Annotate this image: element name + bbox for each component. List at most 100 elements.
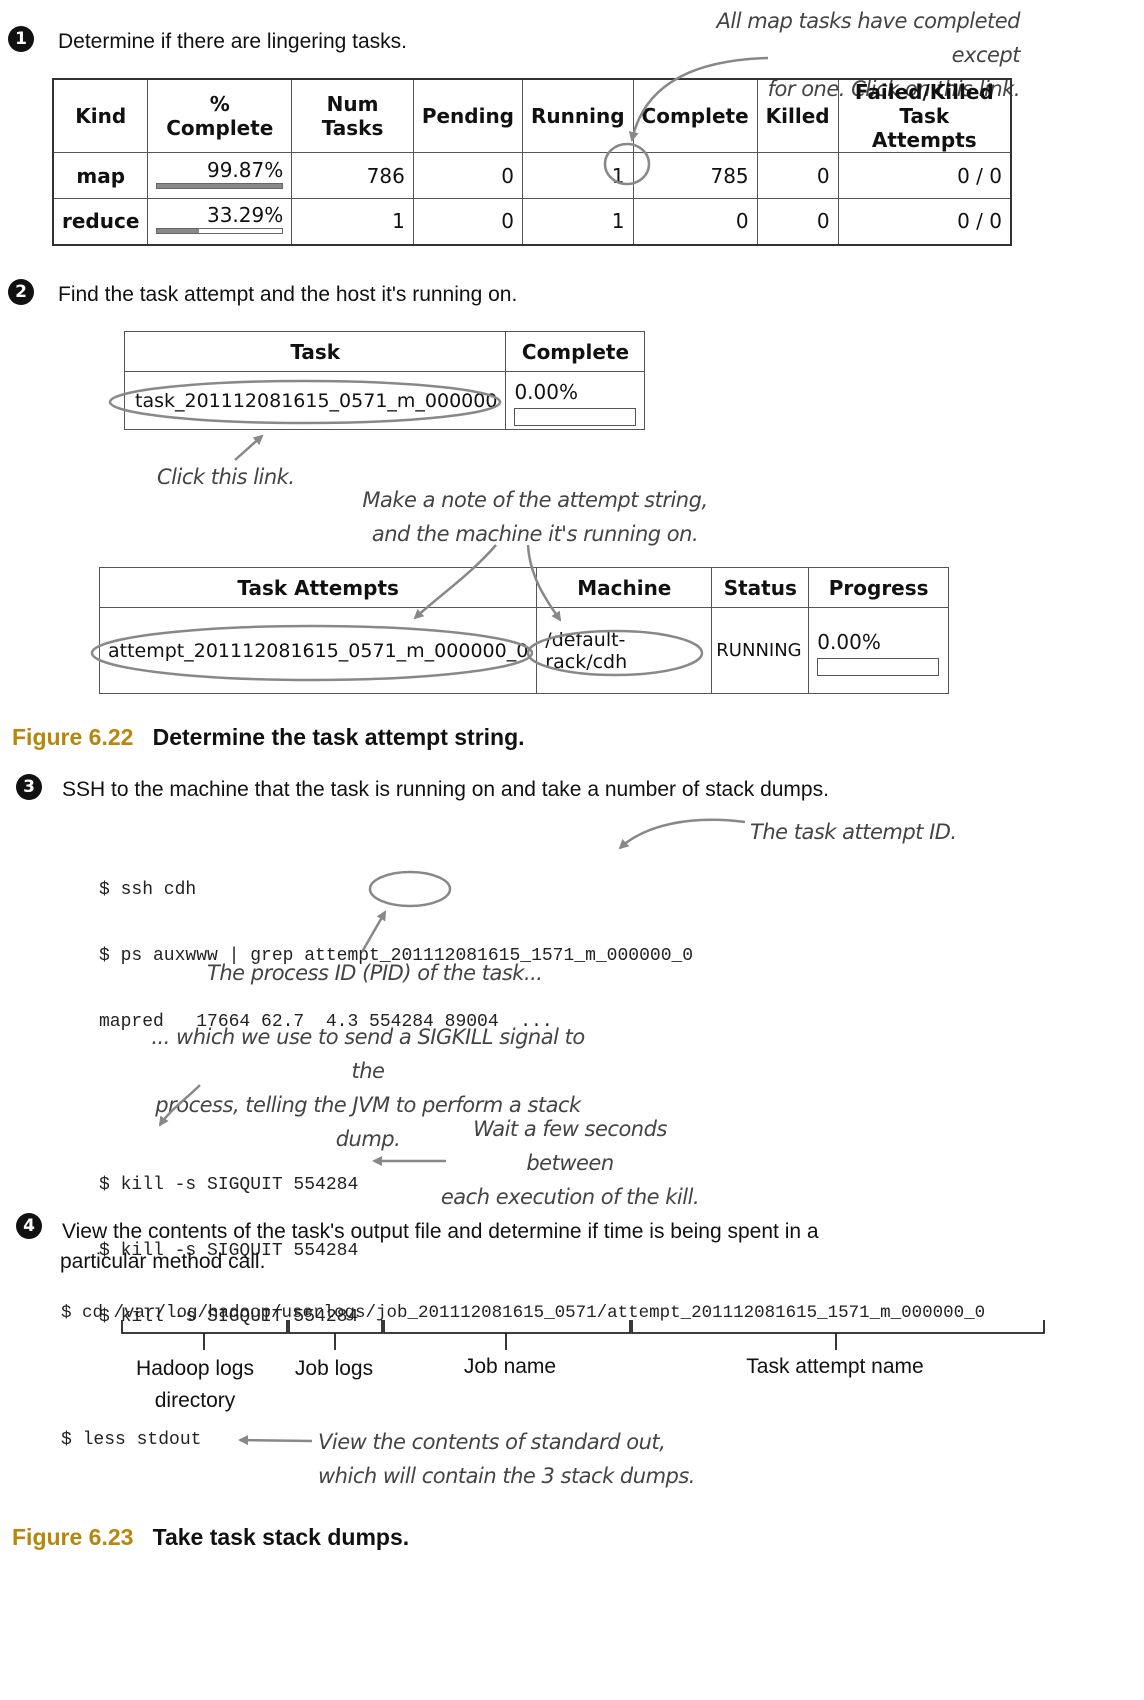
progress-fill xyxy=(157,183,283,188)
col-task-attempts: Task Attempts xyxy=(98,567,538,608)
kind-reduce-link[interactable]: reduce xyxy=(52,198,149,245)
table-row: attempt_201112081615_0571_m_000000_0 /de… xyxy=(98,607,949,694)
note-line: each execution of the kill. xyxy=(440,1185,700,1209)
killed-cell: 0 xyxy=(756,198,839,245)
bracket-job-name xyxy=(383,1320,631,1334)
label-line: Hadoop logs xyxy=(136,1357,254,1380)
step-2-text: Find the task attempt and the host it's … xyxy=(58,283,518,306)
progress-bar xyxy=(156,228,284,235)
progress-text: 0.00% xyxy=(817,630,881,654)
complete-link[interactable]: 0 xyxy=(632,198,758,245)
step-2-marker: 2 xyxy=(8,279,34,305)
pct-text: 99.87% xyxy=(206,157,284,182)
figure-number: Figure 6.23 xyxy=(12,1524,134,1550)
running-link[interactable]: 1 xyxy=(522,152,634,199)
arrow-to-attempt-id xyxy=(618,818,746,850)
col-running: Running xyxy=(522,78,634,153)
pct-cell: 99.87% xyxy=(147,152,293,199)
col-num-tasks: Num Tasks xyxy=(291,78,414,153)
text-line: particular method call. xyxy=(60,1250,266,1273)
note-line: which will contain the 3 stack dumps. xyxy=(318,1464,695,1488)
pct-text: 33.29% xyxy=(206,203,284,228)
code-line: $ kill -s SIGQUIT 554284 xyxy=(99,1241,359,1261)
failed-cell: 0 / 0 xyxy=(837,152,1012,199)
note-line: process, telling the JVM to perform a st… xyxy=(155,1093,581,1151)
circle-pid xyxy=(368,870,452,908)
pct-cell: 33.29% xyxy=(147,198,293,245)
col-failed-line1: Failed/Killed xyxy=(854,80,994,104)
col-complete: Complete xyxy=(632,78,758,153)
machine-link[interactable]: /default-rack/cdh xyxy=(536,607,713,694)
task-complete-cell: 0.00% xyxy=(505,371,646,430)
circle-task-link xyxy=(108,379,502,425)
attempt-progress-bar xyxy=(817,658,940,676)
task-progress-bar xyxy=(514,408,637,426)
running-link[interactable]: 1 xyxy=(522,198,634,245)
progress-bar xyxy=(156,182,284,189)
step-1-text: Determine if there are lingering tasks. xyxy=(58,30,407,53)
figure-6-22-caption: Figure 6.22 Determine the task attempt s… xyxy=(12,724,525,751)
note-less: View the contents of standard out, which… xyxy=(318,1425,695,1493)
figure-number: Figure 6.22 xyxy=(12,724,134,750)
pending-cell: 0 xyxy=(412,152,524,199)
col-status: Status xyxy=(711,567,810,608)
label-job-logs: Job logs xyxy=(294,1357,374,1380)
task-complete-text: 0.00% xyxy=(514,380,578,404)
bracket-job-logs xyxy=(288,1320,383,1334)
circle-machine xyxy=(526,629,704,677)
pending-cell: 0 xyxy=(412,198,524,245)
kind-map-link[interactable]: map xyxy=(52,152,149,199)
note-click-link: Click this link. xyxy=(157,465,295,489)
col-kind: Kind xyxy=(52,78,149,153)
step-3-marker: 3 xyxy=(16,774,42,800)
ssh-code-block: $ ssh cdh $ ps auxwww | grep attempt_201… xyxy=(99,835,693,1055)
arrow-to-pid xyxy=(360,910,387,953)
path-brackets xyxy=(121,1320,1045,1350)
task-attempts-table: Task Attempts Machine Status Progress at… xyxy=(98,567,949,694)
bracket-hadoop-logs xyxy=(121,1320,288,1334)
note-pid: The process ID (PID) of the task... xyxy=(207,961,543,985)
code-line: $ kill -s SIGQUIT 554284 xyxy=(99,1307,359,1327)
table-row: map 99.87% 786 0 1 785 0 0 / 0 xyxy=(52,152,1012,199)
progress-fill xyxy=(157,229,199,234)
attempt-id-cell: attempt_201112081615_0571_m_000000_0 xyxy=(98,607,538,694)
cd-command: $ cd /var/log/hadoop/userlogs/job_201112… xyxy=(61,1303,986,1323)
step-3-text: SSH to the machine that the task is runn… xyxy=(62,778,829,801)
status-cell: RUNNING xyxy=(711,607,810,694)
code-line: $ ssh cdh xyxy=(99,880,197,900)
bracket-attempt-name xyxy=(631,1320,1045,1334)
figure-6-23-caption: Figure 6.23 Take task stack dumps. xyxy=(12,1524,409,1551)
step-4-text: View the contents of the task's output f… xyxy=(60,1217,819,1277)
col-machine: Machine xyxy=(536,567,713,608)
label-task-attempt-name: Task attempt name xyxy=(746,1355,924,1378)
progress-cell: 0.00% xyxy=(808,607,949,694)
note-line: All map tasks have completed except xyxy=(716,9,1021,67)
step-4-marker: 4 xyxy=(16,1213,42,1239)
num-tasks-link[interactable]: 1 xyxy=(291,198,414,245)
col-pct-complete: % Complete xyxy=(147,78,293,153)
code-line: $ ps auxwww | grep attempt_201112081615_… xyxy=(99,946,694,966)
figure-title: Take task stack dumps. xyxy=(152,1524,410,1550)
code-line: $ kill -s SIGQUIT 554284 xyxy=(99,1175,359,1195)
col-failed-line2: Task Attempts xyxy=(871,104,977,152)
note-line: and the machine it's running on. xyxy=(371,522,699,546)
text-line: View the contents of the task's output f… xyxy=(62,1220,819,1243)
arrow-to-machine xyxy=(526,544,562,622)
col-failed-killed: Failed/Killed Task Attempts xyxy=(837,78,1012,153)
circle-running-count xyxy=(603,142,651,186)
arrow-to-attempt xyxy=(413,544,497,620)
failed-cell: 0 / 0 xyxy=(837,198,1012,245)
arrow-to-task xyxy=(234,434,264,461)
arrow-to-kill xyxy=(158,1084,201,1127)
code-line: mapred 17664 62.7 4.3 554284 89004 ... xyxy=(99,1012,553,1032)
col-task: Task xyxy=(123,331,507,372)
arrow-to-less xyxy=(238,1435,313,1446)
less-command: $ less stdout xyxy=(61,1430,202,1450)
complete-link[interactable]: 785 xyxy=(632,152,758,199)
note-line: ... which we use to send a SIGKILL signa… xyxy=(151,1025,585,1083)
figure-title: Determine the task attempt string. xyxy=(152,724,525,750)
label-hadoop-logs: Hadoop logs directory xyxy=(120,1353,270,1417)
label-job-name: Job name xyxy=(463,1355,557,1378)
note-line: Wait a few seconds between xyxy=(473,1117,667,1175)
col-pending: Pending xyxy=(412,78,524,153)
